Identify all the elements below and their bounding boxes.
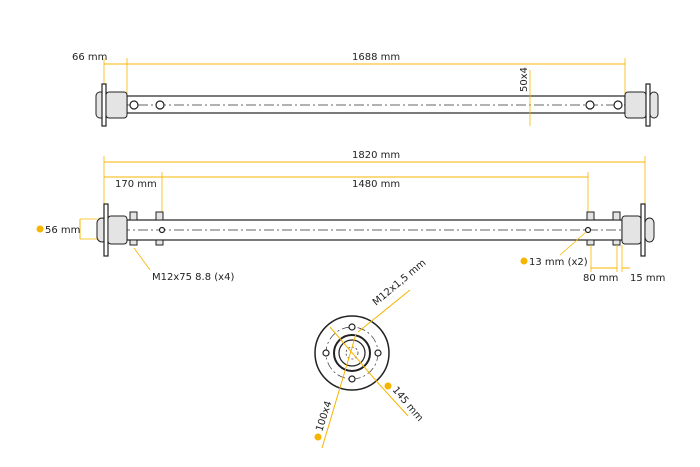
- dim-1480-label: 1480 mm: [352, 179, 400, 190]
- hub-right-top: [624, 83, 659, 127]
- dim-66-label: 66 mm: [72, 52, 107, 63]
- side-view: 1820 mm 170 mm 1480 mm 56 mm M12x75 8.8 …: [36, 150, 665, 284]
- dim-80-label: 80 mm: [583, 273, 618, 284]
- stub-diameter-label: 56 mm: [45, 225, 80, 236]
- bolt-label: M12x75 8.8 (x4): [152, 272, 234, 283]
- dim-15-label: 15 mm: [630, 273, 665, 284]
- hub-view: M12x1,5 mm 145 mm 100x4: [314, 258, 429, 449]
- pcd-label: 145 mm: [390, 385, 425, 424]
- u-bolt-nuts: [129, 211, 621, 246]
- top-view: 66 mm 1688 mm 50x4: [72, 52, 659, 127]
- dim-1820-label: 1820 mm: [352, 150, 400, 161]
- hub-left-side: [96, 203, 128, 257]
- dim-1688-label: 1688 mm: [352, 52, 400, 63]
- hub-right-side: [621, 203, 655, 257]
- hub-left-top: [95, 83, 128, 127]
- stud-holes: [322, 323, 382, 383]
- thread-label: M12x1,5 mm: [371, 258, 429, 309]
- hole-markers: [129, 100, 623, 110]
- axle-beam-top: [126, 95, 626, 114]
- hole-label: 13 mm (x2): [529, 257, 588, 268]
- profile-label: 50x4: [519, 67, 530, 92]
- dim-170-label: 170 mm: [115, 179, 157, 190]
